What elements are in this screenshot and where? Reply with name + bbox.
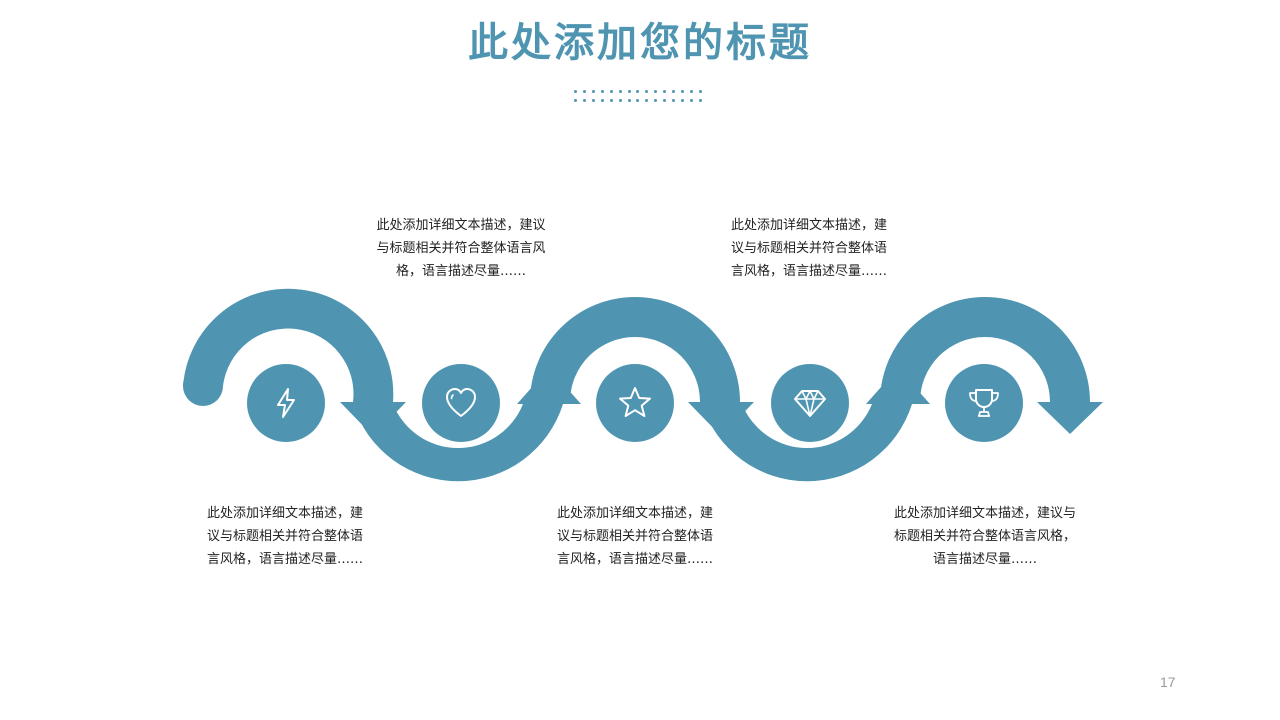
- step-1-description: 此处添加详细文本描述，建议与标题相关并符合整体语言风格，语言描述尽量……: [206, 506, 363, 567]
- wave-arc-5: [880, 297, 1090, 402]
- wave-arc-1: [183, 288, 394, 402]
- star-icon: [619, 387, 651, 417]
- wave-arc-4: [702, 404, 912, 482]
- wave-end-arrowhead: [1037, 402, 1103, 434]
- step-2-description: 此处添加详细文本描述，建议与标题相关并符合整体语言风格，语言描述尽量……: [376, 218, 546, 279]
- heart-icon: [446, 388, 476, 417]
- wave-arc-2: [353, 404, 563, 482]
- step-1-circle: [247, 364, 325, 442]
- page-title: 此处添加您的标题: [468, 20, 812, 66]
- step-5-circle: [945, 364, 1023, 442]
- step-3-circle: [596, 364, 674, 442]
- lightning-icon: [277, 388, 295, 418]
- diamond-icon: [794, 390, 826, 417]
- wave-start-cap: [183, 366, 223, 406]
- title-divider-dots: [574, 90, 708, 102]
- step-3-description: 此处添加详细文本描述，建议与标题相关并符合整体语言风格，语言描述尽量……: [556, 506, 713, 567]
- trophy-icon: [969, 389, 999, 417]
- step-4-circle: [771, 364, 849, 442]
- page-number: 17: [1160, 674, 1176, 690]
- step-4-description: 此处添加详细文本描述，建议与标题相关并符合整体语言风格，语言描述尽量……: [730, 218, 887, 279]
- wave-arc-3: [530, 297, 740, 402]
- step-2-circle: [422, 364, 500, 442]
- step-5-description: 此处添加详细文本描述，建议与标题相关并符合整体语言风格，语言描述尽量……: [893, 506, 1076, 567]
